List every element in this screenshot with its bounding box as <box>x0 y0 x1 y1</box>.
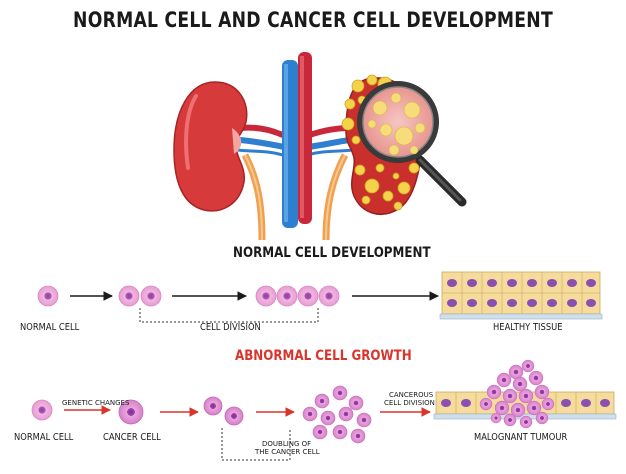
malignant-tumour <box>433 359 617 429</box>
normal-section-title: NORMAL CELL DEVELOPMENT <box>233 245 431 261</box>
cancerous-label-line1: CANCEROUS <box>389 391 434 399</box>
doubling-label-line1: DOUBLING OF <box>262 440 312 448</box>
genetic-changes-label: GENETIC CHANGES <box>62 399 130 407</box>
healthy-tissue <box>439 271 603 320</box>
normal-cell-2 <box>31 399 53 421</box>
kidney-illustration <box>173 52 467 241</box>
healthy-tissue-label: HEALTHY TISSUE <box>493 322 563 333</box>
cancer-cell <box>118 399 144 425</box>
doubling-label-line2: THE CANCER CELL <box>255 448 320 456</box>
cell-division-label: CELL DIVISION <box>200 322 261 333</box>
abnormal-section-title: ABNORMAL CELL GROWTH <box>235 348 412 364</box>
normal-row <box>37 271 603 323</box>
abnormal-row <box>31 359 617 461</box>
cancer-cell-label: CANCER CELL <box>103 432 161 443</box>
cancerous-label-line2: CELL DIVISION <box>384 399 435 407</box>
cancer-cell-cluster <box>302 385 372 444</box>
healthy-kidney <box>173 81 248 212</box>
malignant-tumour-label: MALOGNANT TUMOUR <box>474 432 568 443</box>
normal-cell-label: NORMAL CELL <box>20 322 80 333</box>
abnormal-normal-cell-label: NORMAL CELL <box>14 432 74 443</box>
normal-cell <box>37 285 59 307</box>
page-title: NORMAL CELL AND CANCER CELL DEVELOPMENT <box>73 8 553 32</box>
magnifying-glass-icon <box>357 81 467 207</box>
